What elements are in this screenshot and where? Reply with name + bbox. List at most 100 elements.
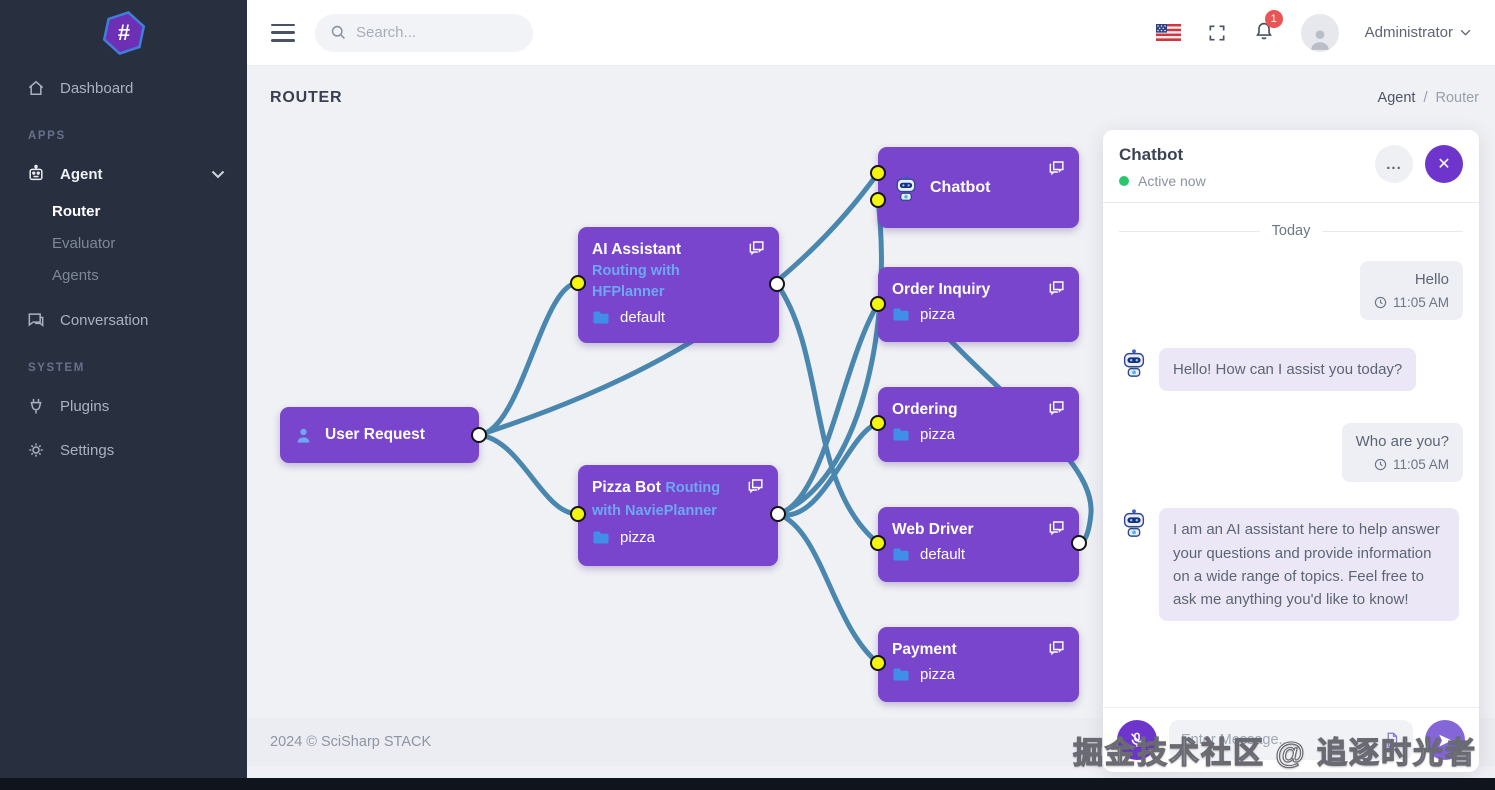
sidebar-section-apps: APPS [28, 130, 66, 142]
node-title: AI Assistant [592, 241, 682, 258]
topbar: 1 Administrator [247, 0, 1495, 65]
folder-icon [893, 308, 909, 321]
edge [944, 334, 1094, 546]
flow-node-ordering[interactable]: Ordering pizza [878, 387, 1079, 462]
flag-us-icon[interactable] [1155, 24, 1181, 41]
search-box[interactable] [315, 13, 533, 52]
sidebar: # Dashboard APPS Agent Router Evaluator … [0, 0, 247, 778]
port-ordering-in[interactable] [870, 415, 886, 431]
flow-node-chatbot[interactable]: Chatbot [878, 147, 1079, 228]
flow-node-ai-assistant[interactable]: AI Assistant Routing with HFPlanner defa… [578, 227, 779, 343]
flow-node-order-inquiry[interactable]: Order Inquiry pizza [878, 267, 1079, 342]
clock-icon [1374, 459, 1387, 471]
node-title: Payment [892, 641, 957, 658]
chat-copy-icon [1049, 401, 1064, 416]
chevron-down-icon [1460, 29, 1471, 36]
port-chatbot-in-1[interactable] [870, 165, 886, 181]
mic-toggle-button[interactable] [1117, 720, 1157, 760]
chat-copy-icon [748, 479, 763, 494]
sidebar-item-label: Settings [60, 441, 115, 459]
node-folder-label: default [920, 546, 966, 563]
flow-edges [476, 170, 1094, 666]
chat-status-text: Active now [1138, 173, 1206, 189]
chat-copy-icon [1049, 281, 1064, 296]
folder-icon [593, 531, 609, 544]
clock-icon [1374, 296, 1387, 309]
chat-icon [28, 313, 44, 328]
main-area: 1 Administrator ROUTER Agent / Router [247, 0, 1495, 778]
robot-avatar-icon [896, 174, 916, 201]
notifications-button[interactable]: 1 [1253, 9, 1283, 47]
node-folder-label: pizza [920, 666, 956, 683]
edge [775, 420, 881, 518]
message-incoming: Hello! How can I assist you today? [1119, 348, 1463, 392]
port-ai-assistant-out[interactable] [769, 276, 785, 292]
message-incoming: I am an AI assistant here to help answer… [1119, 508, 1463, 622]
message-text: I am an AI assistant here to help answer… [1159, 508, 1459, 622]
chat-more-button[interactable]: ... [1375, 145, 1413, 183]
send-button[interactable] [1425, 720, 1465, 760]
chat-header: Chatbot Active now ... ✕ [1103, 130, 1479, 203]
avatar[interactable] [1300, 13, 1339, 52]
sidebar-item-conversation[interactable]: Conversation [0, 298, 247, 342]
port-payment-in[interactable] [870, 655, 886, 671]
send-icon [1438, 734, 1452, 746]
edge [774, 281, 881, 546]
port-pizza-bot-in[interactable] [570, 506, 586, 522]
sidebar-section-system: SYSTEM [28, 362, 85, 374]
message-input[interactable] [1181, 732, 1375, 748]
sidebar-item-evaluator[interactable]: Evaluator [52, 235, 116, 252]
port-order-inquiry-in[interactable] [870, 296, 886, 312]
user-name: Administrator [1364, 24, 1453, 41]
attach-file-icon[interactable] [1383, 731, 1401, 749]
port-pizza-bot-out[interactable] [770, 506, 786, 522]
message-outgoing: Hello 11:05 AM [1119, 261, 1463, 320]
node-title: Order Inquiry [892, 281, 991, 298]
flow-node-payment[interactable]: Payment pizza [878, 627, 1079, 702]
chat-close-button[interactable]: ✕ [1425, 145, 1463, 183]
fullscreen-icon[interactable] [1207, 23, 1227, 43]
sidebar-item-router[interactable]: Router [52, 203, 101, 220]
page-title: ROUTER [270, 89, 343, 106]
message-text: Hello [1414, 271, 1449, 288]
gear-icon [29, 443, 43, 457]
user-icon [297, 428, 310, 443]
port-web-driver-out[interactable] [1071, 535, 1087, 551]
notification-badge: 1 [1264, 9, 1283, 28]
sidebar-item-label: Dashboard [60, 79, 134, 97]
node-title: Ordering [892, 401, 958, 418]
brand-symbol: # [117, 20, 130, 45]
search-input[interactable] [356, 24, 506, 41]
sidebar-item-settings[interactable]: Settings [0, 428, 247, 472]
chat-copy-icon [1049, 521, 1064, 536]
sidebar-item-agent[interactable]: Agent [0, 152, 247, 196]
chat-copy-icon [1049, 161, 1064, 176]
mic-off-icon [1131, 732, 1144, 747]
sidebar-item-agents[interactable]: Agents [52, 267, 99, 284]
sidebar-item-dashboard[interactable]: Dashboard [0, 66, 247, 110]
port-ai-assistant-in[interactable] [570, 275, 586, 291]
robot-icon [29, 164, 43, 181]
sidebar-item-plugins[interactable]: Plugins [0, 384, 247, 428]
flow-node-pizza-bot[interactable]: Pizza Bot Routing with NaviePlanner pizz… [578, 465, 778, 566]
menu-toggle-icon[interactable] [271, 23, 295, 42]
node-title: Chatbot [930, 178, 991, 196]
chat-messages[interactable]: Today Hello 11:05 AM [1103, 203, 1479, 707]
plug-icon [30, 398, 42, 414]
port-chatbot-in-2[interactable] [870, 192, 886, 208]
message-input-box[interactable] [1169, 720, 1413, 760]
robot-avatar-icon [1123, 349, 1145, 377]
flow-canvas[interactable]: User Request AI Assistant Routing with H… [247, 65, 1103, 730]
hexagon-logo-icon [102, 11, 145, 55]
node-folder-label: pizza [920, 426, 956, 443]
message-text: Hello! How can I assist you today? [1159, 348, 1417, 392]
brand-logo[interactable]: # [0, 0, 247, 66]
port-web-driver-in[interactable] [870, 535, 886, 551]
flow-node-user-request[interactable]: User Request [280, 407, 479, 463]
breadcrumb-agent[interactable]: Agent [1377, 90, 1416, 106]
port-user-request-out[interactable] [471, 427, 487, 443]
edge [775, 301, 881, 517]
user-menu[interactable]: Administrator [1365, 24, 1471, 41]
flow-node-web-driver[interactable]: Web Driver default [878, 507, 1079, 582]
status-dot [1119, 176, 1129, 186]
